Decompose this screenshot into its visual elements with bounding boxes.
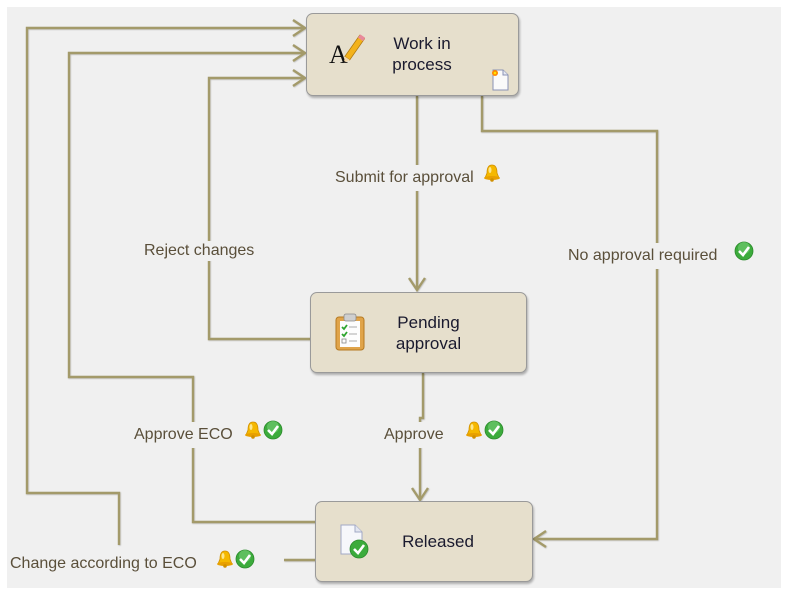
bell-icon bbox=[243, 420, 263, 446]
connector-approve-eco[interactable] bbox=[67, 51, 315, 524]
state-released[interactable]: Released bbox=[315, 501, 533, 582]
state-label-line2: process bbox=[392, 55, 452, 74]
arrowhead-submit bbox=[408, 277, 426, 293]
check-icon bbox=[263, 420, 283, 446]
arrowhead-reject bbox=[292, 69, 308, 87]
arrowhead-change-eco bbox=[292, 19, 308, 37]
arrowhead-approve-eco bbox=[292, 44, 308, 62]
check-icon bbox=[235, 549, 255, 575]
transition-no-approval-required[interactable]: No approval required bbox=[566, 241, 756, 269]
transition-label: Change according to ECO bbox=[10, 555, 197, 573]
transition-change-according-to-eco[interactable]: Change according to ECO bbox=[8, 549, 258, 577]
bell-icon bbox=[464, 420, 484, 446]
bell-icon bbox=[215, 549, 235, 575]
transition-label: No approval required bbox=[568, 247, 718, 265]
check-icon bbox=[484, 420, 504, 446]
bell-icon bbox=[482, 163, 502, 189]
connector-change-eco-upper[interactable] bbox=[25, 26, 305, 545]
state-work-in-process[interactable]: A Work in process bbox=[306, 13, 519, 96]
state-label-line1: Work in bbox=[393, 34, 451, 53]
connector-no-approval[interactable] bbox=[480, 96, 659, 541]
arrowhead-no-approval bbox=[531, 530, 547, 548]
state-label: Released bbox=[402, 532, 474, 551]
transition-reject-changes[interactable]: Reject changes bbox=[142, 241, 257, 261]
transition-submit-for-approval[interactable]: Submit for approval bbox=[333, 163, 505, 191]
arrowhead-approve bbox=[411, 487, 429, 503]
document-approved-icon bbox=[338, 524, 372, 565]
connector-reject[interactable] bbox=[207, 76, 310, 341]
transition-label: Approve bbox=[384, 426, 444, 444]
check-icon bbox=[734, 241, 754, 267]
new-document-icon bbox=[491, 69, 509, 96]
clipboard-checklist-icon bbox=[335, 313, 365, 356]
text-edit-icon: A bbox=[327, 32, 366, 75]
transition-approve[interactable]: Approve bbox=[382, 420, 507, 448]
transition-label: Reject changes bbox=[144, 242, 255, 259]
state-label-line2: approval bbox=[395, 334, 462, 353]
connector-approve[interactable] bbox=[418, 373, 425, 499]
transition-label: Approve ECO bbox=[134, 426, 233, 444]
transition-label: Submit for approval bbox=[335, 169, 474, 187]
state-label-line1: Pending bbox=[397, 313, 460, 332]
state-pending-approval[interactable]: Pending approval bbox=[310, 292, 527, 373]
transition-approve-eco[interactable]: Approve ECO bbox=[132, 420, 286, 448]
svg-text:A: A bbox=[329, 40, 348, 69]
